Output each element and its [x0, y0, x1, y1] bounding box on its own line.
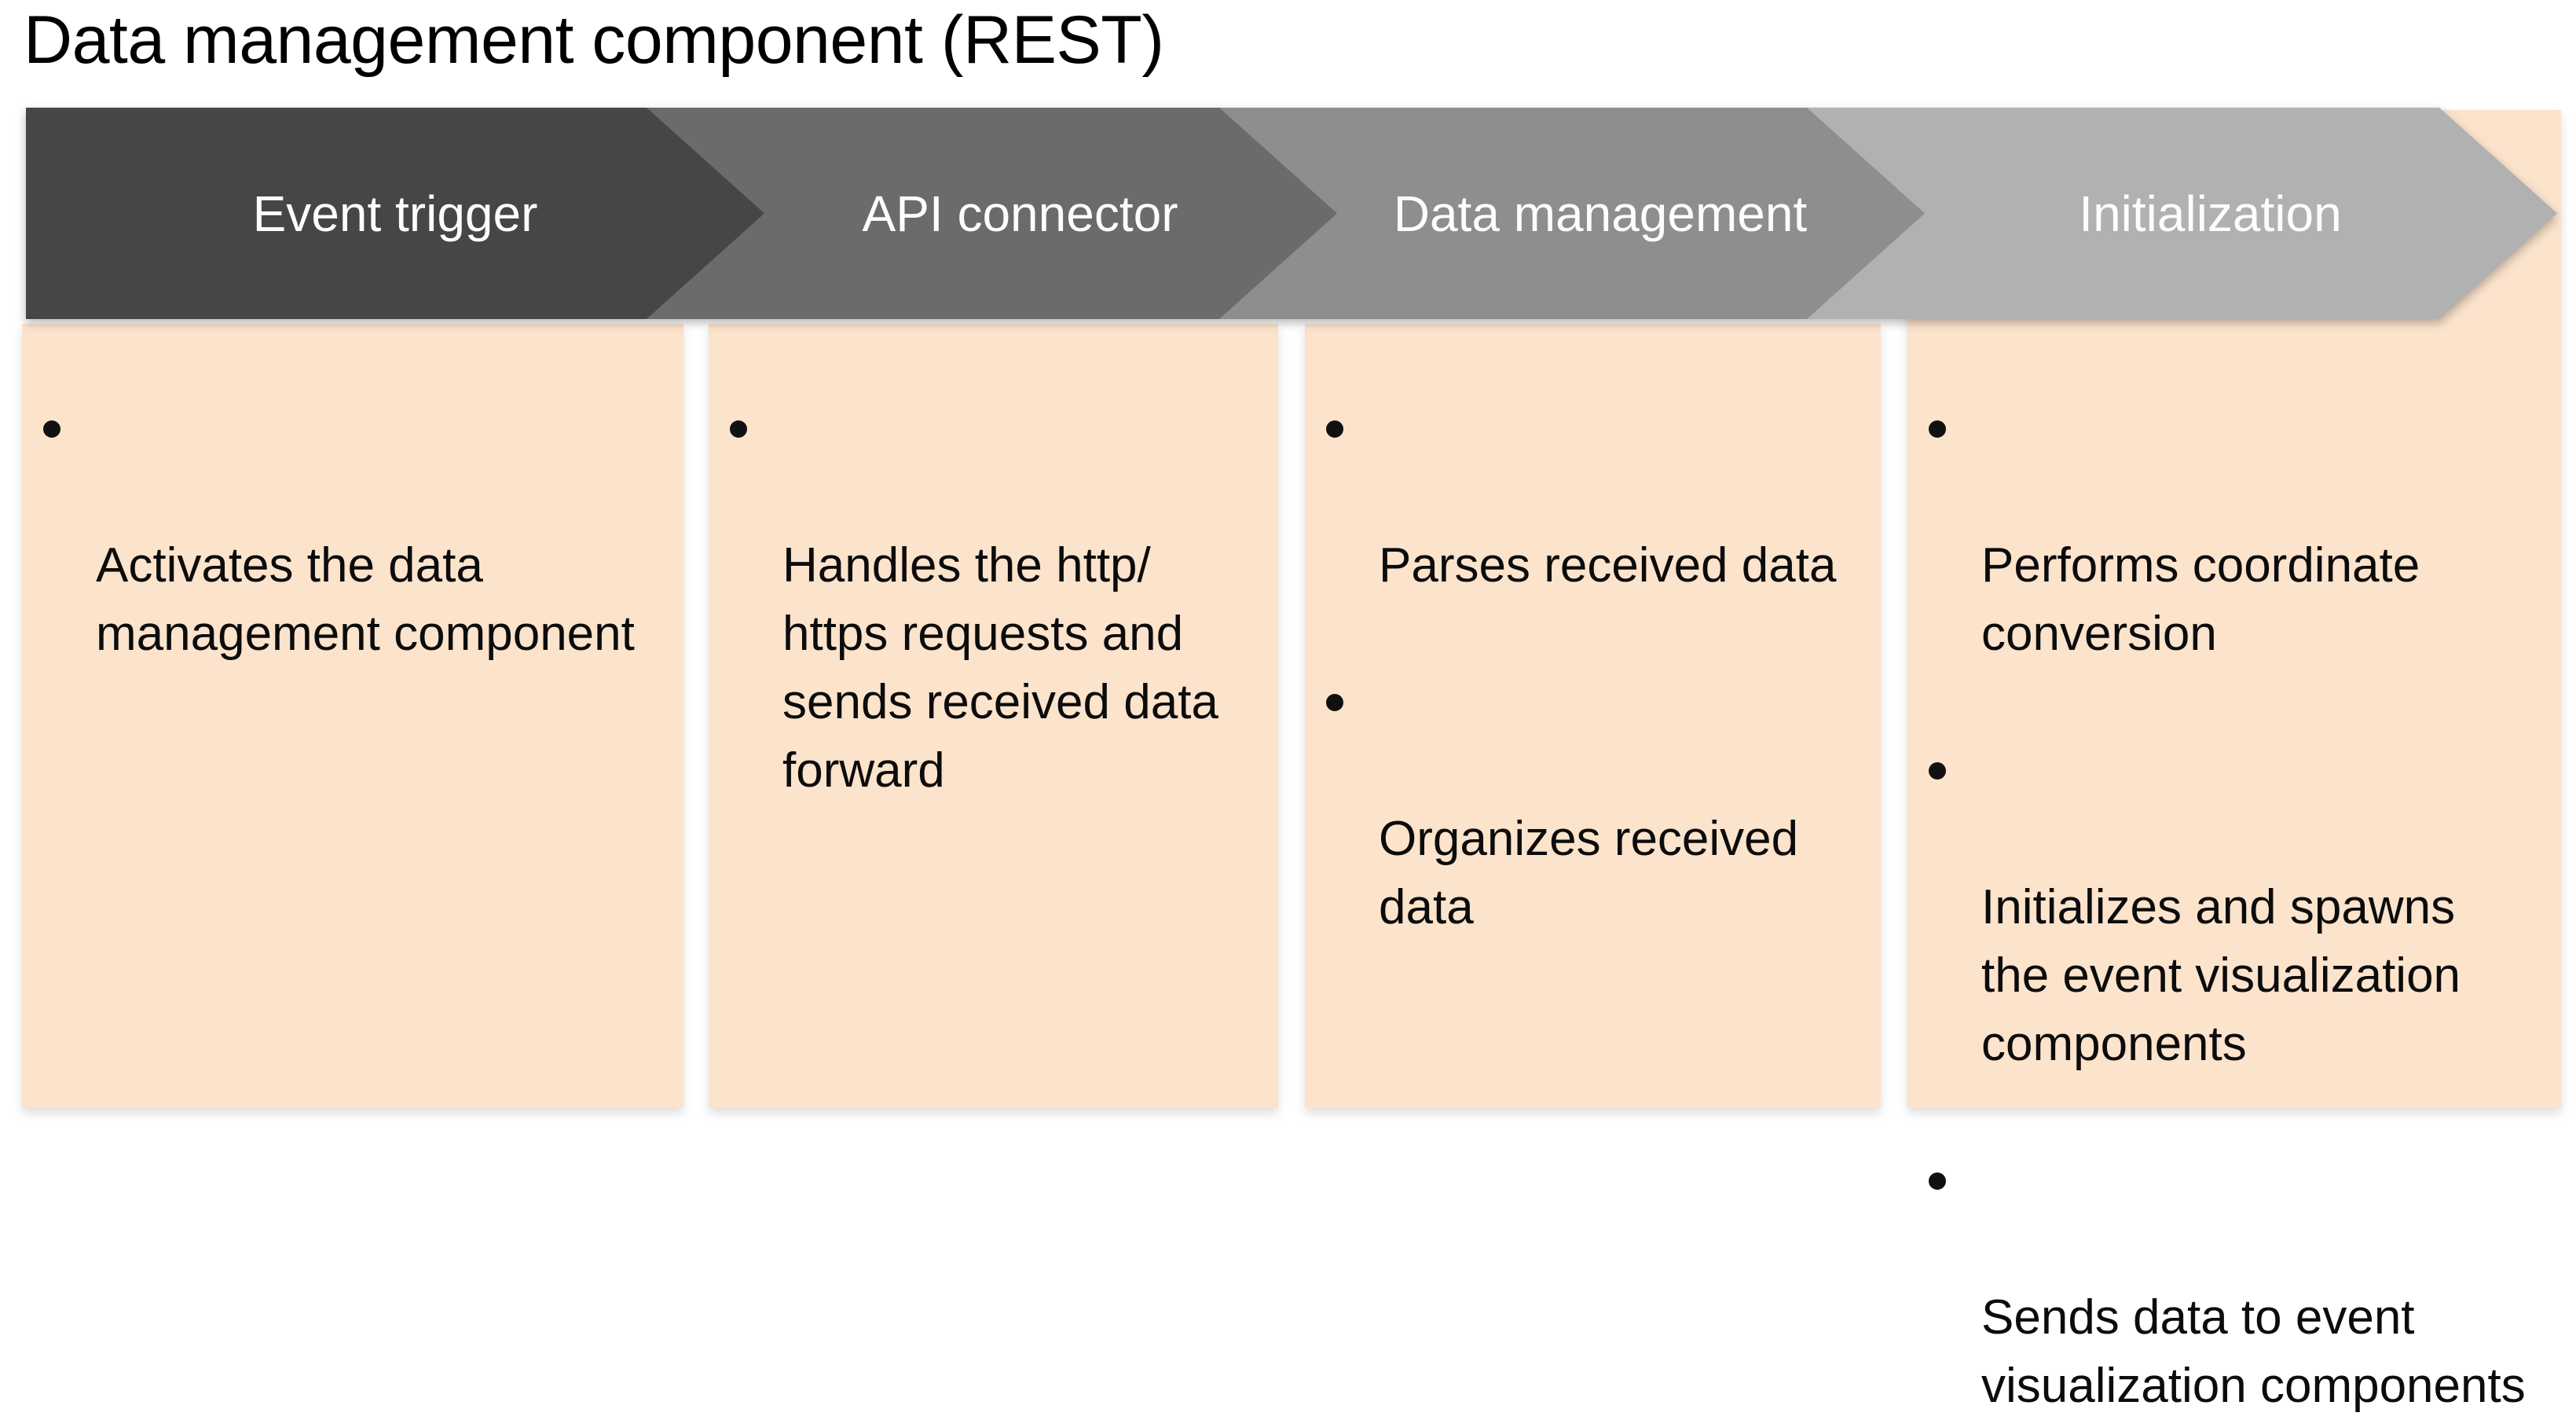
bullet-text: Sends data to event visualization compon… — [1981, 1290, 2526, 1413]
stage-label: Event trigger — [252, 185, 538, 242]
bullet-text: Performs coordinate conversion — [1981, 538, 2420, 661]
stage-card-api-connector: Handles the http/ https requests and sen… — [709, 324, 1278, 1108]
list-item: Performs coordinate conversion — [1907, 394, 2545, 668]
list-item: Handles the http/ https requests and sen… — [709, 394, 1235, 805]
stage-label: API connector — [862, 185, 1178, 242]
bullet-text: Organizes received data — [1379, 812, 1799, 934]
bullet-dot-icon — [730, 420, 747, 438]
page-title: Data management component (REST) — [24, 2, 1164, 78]
stage-label: Initialization — [2079, 185, 2342, 242]
list-item: Organizes received data — [1305, 668, 1857, 941]
stage-chevron-event-trigger: Event trigger — [26, 108, 764, 319]
list-item: Sends data to event visualization compon… — [1907, 1147, 2545, 1420]
bullet-text: Parses received data — [1379, 538, 1837, 593]
bullet-text: Activates the data management component — [96, 538, 635, 661]
bullet-dot-icon — [1929, 1172, 1946, 1190]
bullet-dot-icon — [1929, 762, 1946, 780]
list-item: Activates the data management component — [22, 394, 660, 668]
process-chevron-band: Event trigger API connector Data managem… — [0, 108, 2576, 319]
bullet-text: Handles the http/ https requests and sen… — [782, 538, 1218, 798]
bullet-text: Initializes and spawns the event visuali… — [1981, 880, 2461, 1071]
stage-card-data-management: Parses received data Organizes received … — [1305, 324, 1881, 1108]
stage-card-event-trigger: Activates the data management component — [22, 324, 683, 1108]
list-item: Parses received data — [1305, 394, 1857, 600]
bullet-dot-icon — [1929, 420, 1946, 438]
bullet-dot-icon — [1326, 420, 1343, 438]
list-item: Initializes and spawns the event visuali… — [1907, 736, 2545, 1078]
stage-chevron-initialization: Initialization — [1805, 108, 2557, 319]
bullet-dot-icon — [1326, 694, 1343, 711]
bullet-dot-icon — [43, 420, 60, 438]
stage-label: Data management — [1393, 185, 1808, 242]
